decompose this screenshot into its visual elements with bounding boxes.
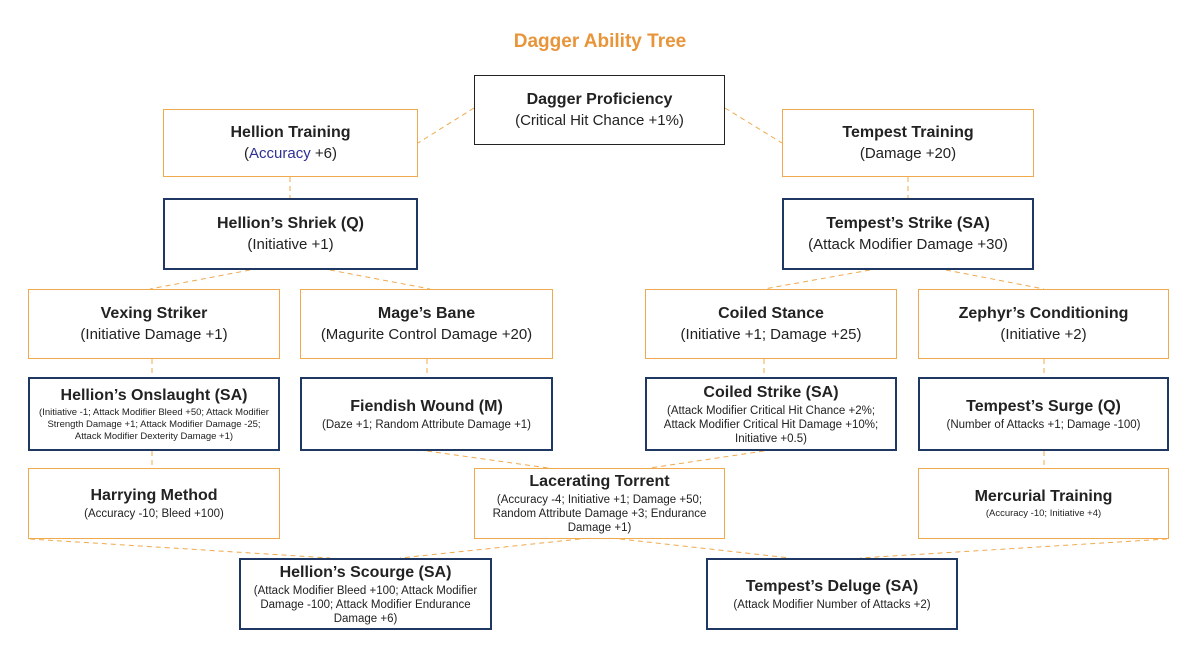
node-dagger-proficiency[interactable]: Dagger Proficiency (Critical Hit Chance … [474,75,725,145]
node-zephyrs-conditioning[interactable]: Zephyr’s Conditioning (Initiative +2) [918,289,1169,359]
page-title: Dagger Ability Tree [513,31,687,52]
effects-highlight: Accuracy [249,144,311,162]
node-name: Hellion Training [230,123,351,141]
node-effects: (Number of Attacks +1; Damage -100) [946,418,1141,431]
node-name: Hellion’s Onslaught (SA) [60,386,248,404]
node-name: Tempest Training [842,123,974,141]
connector-coiledstrike-torrent [649,450,765,469]
node-lacerating-torrent[interactable]: Lacerating Torrent (Accuracy -4; Initiat… [474,468,725,539]
node-effects: (Attack Modifier Number of Attacks +2) [733,598,931,611]
node-effects: (Critical Hit Chance +1%) [515,111,684,129]
node-name: Tempest’s Deluge (SA) [745,577,919,595]
connector-mercurial-deluge [859,538,1168,559]
node-hellions-onslaught[interactable]: Hellion’s Onslaught (SA) (Initiative -1;… [28,377,280,451]
node-tempests-surge[interactable]: Tempest’s Surge (Q) (Number of Attacks +… [918,377,1169,451]
node-effects: (Magurite Control Damage +20) [320,325,533,343]
node-name: Zephyr’s Conditioning [958,304,1129,322]
node-tempest-training[interactable]: Tempest Training (Damage +20) [782,109,1034,177]
node-effects: (Initiative +1) [247,235,334,253]
connector-shriek-vexing [149,269,251,290]
node-mercurial-training[interactable]: Mercurial Training (Accuracy -10; Initia… [918,468,1169,539]
effects-open: ( [244,144,250,162]
node-effects: (Attack Modifier Damage +30) [808,235,1008,253]
node-mages-bane[interactable]: Mage’s Bane (Magurite Control Damage +20… [300,289,553,359]
node-name: Hellion’s Scourge (SA) [279,563,452,581]
node-name: Dagger Proficiency [526,90,673,108]
node-name: Coiled Stance [718,304,824,322]
node-name: Fiendish Wound (M) [350,397,503,415]
node-name: Mercurial Training [974,488,1113,505]
node-effects: (Damage +20) [859,144,957,162]
node-hellion-training[interactable]: Hellion Training (Accuracy +6) [163,109,418,177]
node-effects: (Accuracy -10; Bleed +100) [84,508,224,520]
connector-strike-zephyr [945,269,1045,290]
node-effects: (Accuracy -4; Initiative +1; Damage +50;… [492,494,707,534]
node-effects: (Initiative +1; Damage +25) [680,325,862,343]
node-tempests-strike[interactable]: Tempest’s Strike (SA) (Attack Modifier D… [782,198,1034,270]
connector-proficiency-hellion [417,107,475,144]
node-name: Tempest’s Surge (Q) [966,397,1121,415]
node-vexing-striker[interactable]: Vexing Striker (Initiative Damage +1) [28,289,280,359]
node-tempests-deluge[interactable]: Tempest’s Deluge (SA) (Attack Modifier N… [706,558,958,630]
node-hellions-scourge[interactable]: Hellion’s Scourge (SA) (Attack Modifier … [239,558,492,630]
node-effects: (Attack Modifier Bleed +100; Attack Modi… [253,584,478,625]
node-coiled-strike[interactable]: Coiled Strike (SA) (Attack Modifier Crit… [645,377,897,451]
connector-torrent-scourge [399,538,581,559]
connector-fiendish-torrent [426,450,549,469]
node-name: Hellion’s Shriek (Q) [217,214,364,232]
node-harrying-method[interactable]: Harrying Method (Accuracy -10; Bleed +10… [28,468,280,539]
connector-proficiency-tempest [724,107,783,144]
node-name: Harrying Method [90,487,218,504]
node-name: Coiled Strike (SA) [703,383,839,401]
node-effects: (Initiative Damage +1) [80,325,228,343]
node-effects: (Daze +1; Random Attribute Damage +1) [321,418,532,431]
node-effects: (Attack Modifier Critical Hit Chance +2%… [663,404,879,445]
connector-harrying-scourge [29,538,331,559]
node-hellions-shriek[interactable]: Hellion’s Shriek (Q) (Initiative +1) [163,198,418,270]
node-effects: (Initiative +2) [1000,325,1087,343]
node-effects: (Initiative -1; Attack Modifier Bleed +5… [39,406,269,442]
node-effects: (Accuracy +6) [244,144,337,164]
node-effects: (Accuracy -10; Initiative +4) [985,508,1102,519]
connector-shriek-bane [329,269,431,290]
connector-strike-coiled [763,269,871,290]
node-name: Vexing Striker [100,304,208,322]
connector-torrent-deluge [619,538,791,559]
node-coiled-stance[interactable]: Coiled Stance (Initiative +1; Damage +25… [645,289,897,359]
effects-rest: +6) [310,144,337,162]
node-name: Mage’s Bane [377,304,476,322]
node-name: Lacerating Torrent [529,473,670,490]
node-fiendish-wound[interactable]: Fiendish Wound (M) (Daze +1; Random Attr… [300,377,553,451]
node-name: Tempest’s Strike (SA) [826,214,990,232]
